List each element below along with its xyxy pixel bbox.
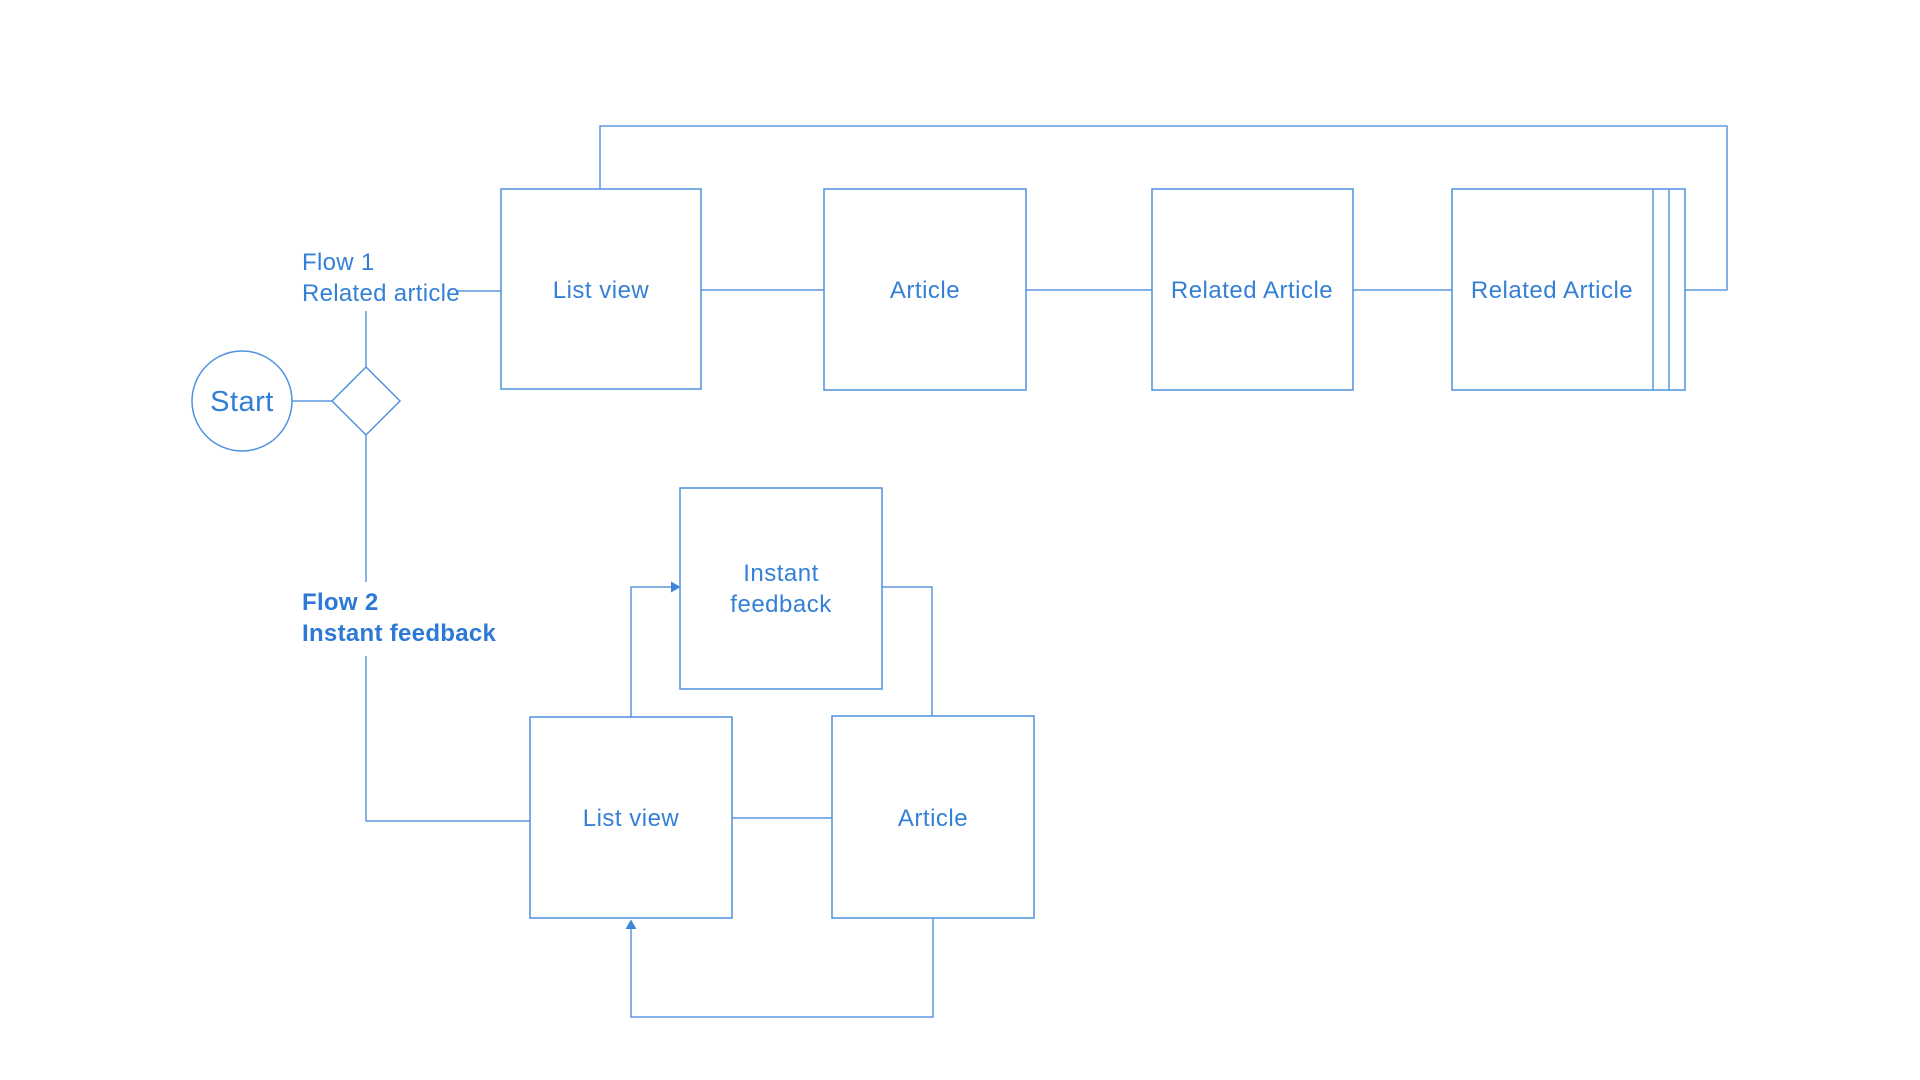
flow2-title: Flow 2 (302, 589, 378, 616)
arrowhead-into-listview2 (625, 919, 637, 929)
start-label: Start (210, 386, 274, 418)
flow1-subtitle: Related article (302, 280, 460, 307)
node-related-article-stack-flow1[interactable]: Related Article (1451, 188, 1686, 391)
start-node[interactable] (191, 350, 293, 452)
list-view-box[interactable] (500, 188, 702, 390)
list-view-flow2-label: List view (583, 805, 680, 832)
node-article-flow2[interactable]: Article (831, 715, 1035, 919)
arrowhead-into-instant-feedback (671, 581, 681, 593)
instant-feedback-box[interactable] (679, 487, 883, 690)
connector-flow1-loopback (599, 125, 1728, 291)
node-list-view-flow2[interactable]: List view (529, 716, 733, 919)
connector-article2-loopback-to-listview2 (630, 918, 934, 1018)
article-box-flow2[interactable] (831, 715, 1035, 919)
related-article-stack-box[interactable] (1451, 188, 1686, 391)
list-view-label: List view (553, 277, 650, 304)
flow2-subtitle: Instant feedback (302, 620, 497, 647)
connector-flow2-label-to-listview (365, 656, 530, 822)
node-related-article-flow1[interactable]: Related Article (1151, 188, 1354, 391)
connector-instant-feedback-to-article2 (882, 586, 933, 716)
instant-feedback-label-line2: feedback (730, 591, 832, 618)
related-article-box[interactable] (1151, 188, 1354, 391)
related-article-label: Related Article (1171, 277, 1333, 304)
list-view-box-flow2[interactable] (529, 716, 733, 919)
article-label: Article (890, 277, 960, 304)
node-instant-feedback-flow2[interactable]: Instant feedback (679, 487, 883, 690)
connector-listview2-to-instant-feedback (630, 586, 671, 717)
node-article-flow1[interactable]: Article (823, 188, 1027, 391)
flow1-title: Flow 1 (302, 249, 375, 276)
node-list-view-flow1[interactable]: List view (500, 188, 702, 390)
article-box[interactable] (823, 188, 1027, 391)
decision-diamond[interactable] (330, 365, 402, 437)
related-article-stack-label: Related Article (1471, 277, 1633, 304)
instant-feedback-label-line1: Instant (743, 560, 819, 587)
article-flow2-label: Article (898, 805, 968, 832)
